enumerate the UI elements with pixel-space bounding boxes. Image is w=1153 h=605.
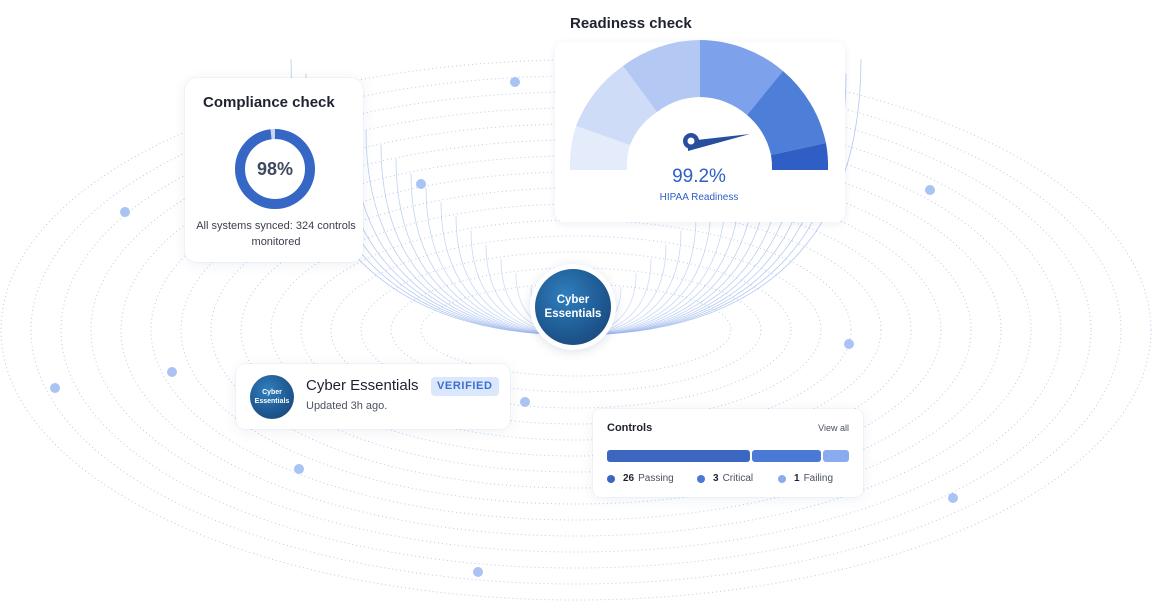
logo-line1: Cyber bbox=[262, 389, 282, 396]
gauge-segment-4 bbox=[700, 40, 783, 115]
compliance-caption: All systems synced: 324 controls monitor… bbox=[196, 220, 356, 248]
gauge-segment-1 bbox=[569, 126, 630, 170]
orbit-dot bbox=[925, 185, 935, 195]
legend-critical: 3 Critical bbox=[697, 473, 753, 484]
passing-count: 26 bbox=[623, 473, 635, 484]
critical-label: Critical bbox=[722, 473, 754, 484]
orbit-ellipse bbox=[240, 187, 912, 473]
controls-bar-failing bbox=[823, 450, 849, 462]
orbit-ellipse bbox=[360, 251, 792, 409]
readiness-title: Readiness check bbox=[570, 15, 692, 32]
compliance-donut bbox=[235, 129, 315, 209]
critical-count: 3 bbox=[713, 473, 719, 484]
center-badge-logo: Cyber Essentials bbox=[535, 269, 611, 345]
critical-dot-icon bbox=[697, 474, 705, 483]
orbit-dot bbox=[294, 464, 304, 474]
orbit-dot bbox=[510, 77, 520, 87]
controls-bar-passing bbox=[607, 450, 750, 462]
center-badge-line2: Essentials bbox=[544, 308, 602, 320]
compliance-title: Compliance check bbox=[203, 94, 335, 111]
verified-badge: VERIFIED bbox=[431, 377, 499, 396]
gauge-needle bbox=[683, 133, 750, 151]
controls-card: Controls View all 26 Passing 3 Critical … bbox=[593, 409, 863, 497]
legend-failing: 1 Failing bbox=[778, 473, 833, 484]
logo-line2: Essentials bbox=[254, 398, 290, 405]
orbit-dot bbox=[948, 493, 958, 503]
readiness-percent: 99.2% bbox=[672, 166, 726, 187]
orbit-ellipse bbox=[390, 267, 762, 393]
orbit-dot bbox=[50, 383, 60, 393]
orbit-dot bbox=[416, 179, 426, 189]
controls-title: Controls bbox=[607, 422, 653, 434]
center-badge-line1: Cyber bbox=[556, 294, 590, 306]
orbit-ellipse bbox=[150, 139, 1002, 521]
certification-name: Cyber Essentials bbox=[306, 377, 419, 394]
failing-dot-icon bbox=[778, 474, 786, 483]
orbit-dot bbox=[120, 207, 130, 217]
readiness-card: Readiness check 99.2% HIPAA Readiness bbox=[545, 0, 855, 230]
orbit-dot bbox=[520, 397, 530, 407]
center-cyber-essentials-badge[interactable]: Cyber Essentials bbox=[530, 264, 616, 350]
orbit-ellipse bbox=[330, 235, 822, 425]
orbit-dot bbox=[844, 339, 854, 349]
orbit-ellipse bbox=[60, 91, 1092, 569]
orbit-ellipse bbox=[30, 75, 1122, 585]
readiness-gauge bbox=[555, 40, 845, 222]
view-all-link[interactable]: View all bbox=[818, 423, 849, 433]
orbit-ellipse bbox=[270, 203, 882, 457]
readiness-subtitle: HIPAA Readiness bbox=[659, 192, 739, 203]
controls-bar-critical bbox=[752, 450, 821, 462]
gauge-segment-2 bbox=[576, 66, 657, 145]
passing-dot-icon bbox=[607, 474, 615, 483]
orbit-ellipse bbox=[180, 155, 972, 505]
certification-updated: Updated 3h ago. bbox=[306, 400, 388, 412]
passing-label: Passing bbox=[638, 473, 674, 484]
gauge-segment-5 bbox=[747, 71, 826, 155]
orbit-dot bbox=[473, 567, 483, 577]
legend-passing: 26 Passing bbox=[607, 473, 674, 484]
gauge-segment-6 bbox=[771, 143, 829, 170]
compliance-card: Compliance check 98% All systems synced:… bbox=[185, 78, 363, 262]
orbit-ellipse bbox=[90, 107, 1062, 553]
gauge-segment-3 bbox=[623, 40, 700, 112]
orbit-dot bbox=[167, 367, 177, 377]
compliance-percent: 98% bbox=[256, 159, 294, 179]
certification-card[interactable]: Cyber Essentials Cyber Essentials VERIFI… bbox=[236, 364, 510, 429]
cyber-essentials-logo: Cyber Essentials bbox=[250, 375, 294, 419]
failing-label: Failing bbox=[803, 473, 834, 484]
failing-count: 1 bbox=[794, 473, 800, 484]
